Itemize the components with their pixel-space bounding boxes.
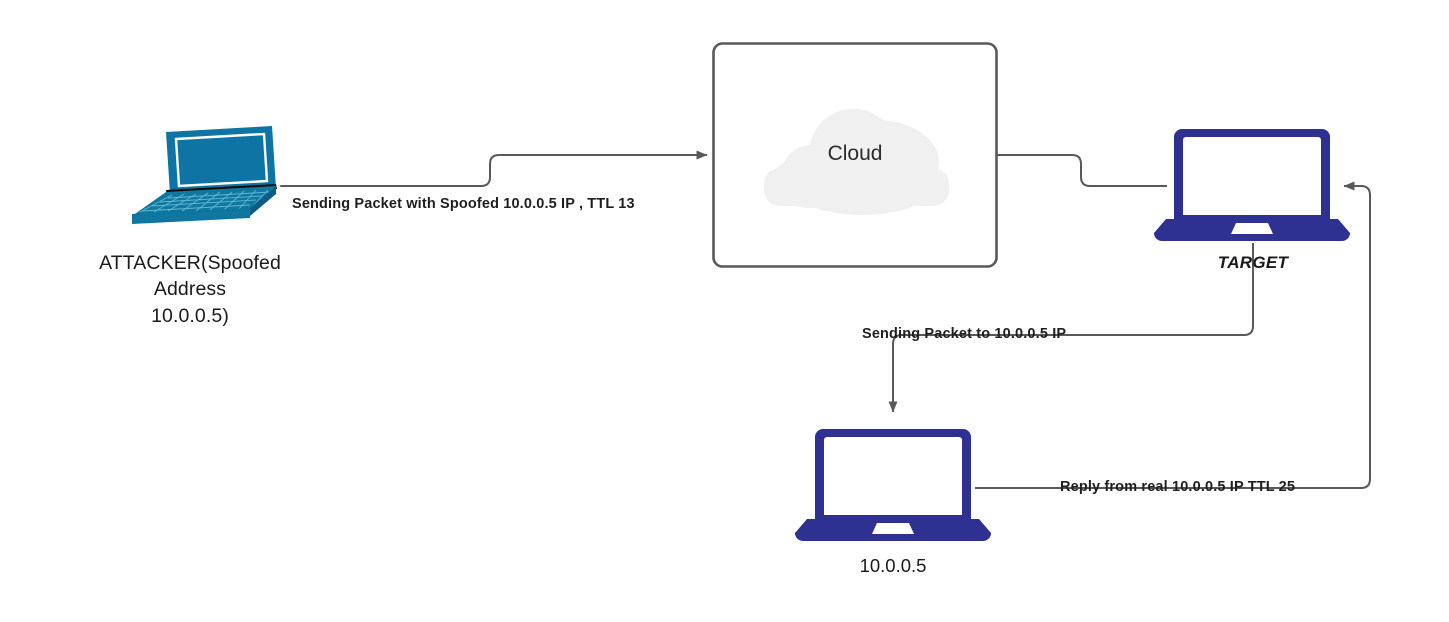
wire-label-target-to-victim: Sending Packet to 10.0.0.5 IP [862, 326, 1067, 342]
target-node[interactable] [1152, 127, 1352, 245]
victim-node[interactable] [793, 427, 993, 545]
victim-label: 10.0.0.5 [859, 555, 927, 576]
cloud-icon [764, 108, 949, 215]
laptop-isometric-icon [132, 126, 281, 224]
attacker-label: ATTACKER(Spoofed Address 10.0.0.5) [99, 252, 281, 327]
wire-cloud-to-target [997, 154, 1167, 187]
laptop-front-icon [1154, 129, 1350, 241]
cloud-label: Cloud [827, 142, 883, 165]
target-label: TARGET [1217, 253, 1289, 272]
attacker-node[interactable] [110, 126, 285, 226]
wire-victim-to-target-reply [975, 181, 1371, 489]
wire-attacker-to-cloud [265, 150, 708, 187]
wire-label-attacker-to-cloud: Sending Packet with Spoofed 10.0.0.5 IP … [292, 196, 635, 212]
wire-target-to-victim [888, 243, 1254, 413]
wire-label-victim-to-target-reply: Reply from real 10.0.0.5 IP TTL 25 [1060, 479, 1296, 495]
laptop-front-icon [795, 429, 991, 541]
cloud-box-shape [712, 42, 998, 268]
cloud-node[interactable] [712, 42, 998, 268]
